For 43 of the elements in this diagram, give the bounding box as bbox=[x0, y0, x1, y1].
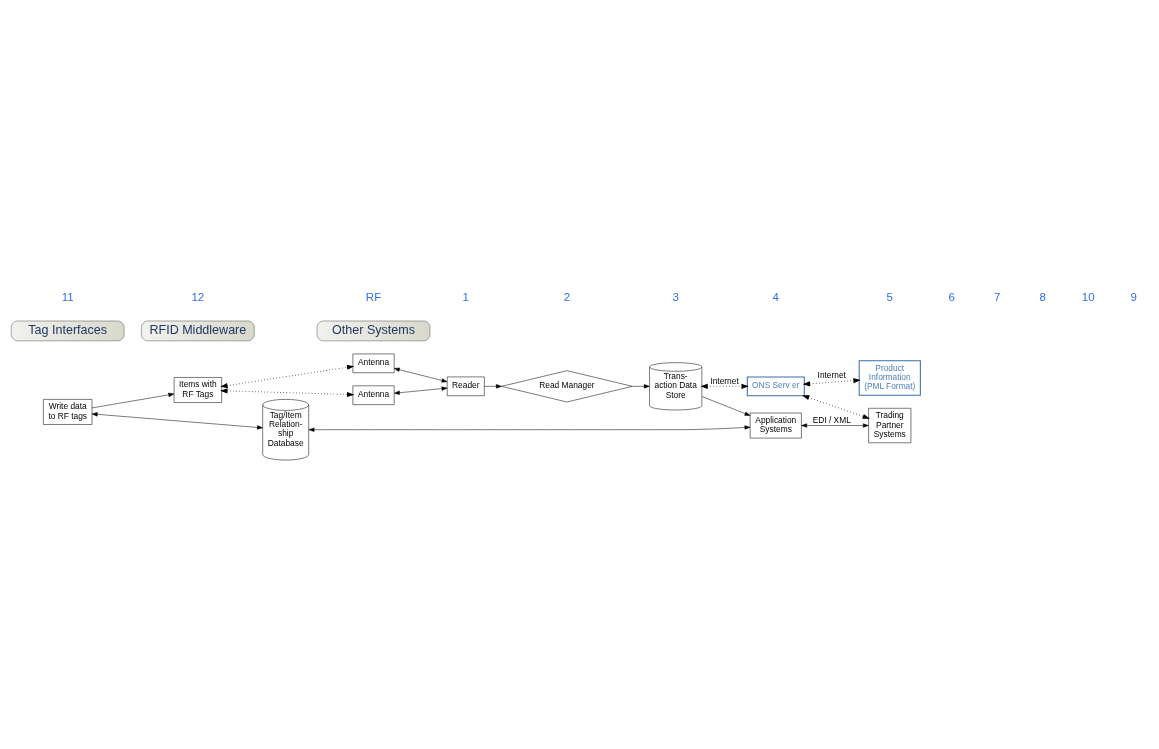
arrow bbox=[220, 388, 355, 397]
edge-label: Internet bbox=[710, 375, 739, 386]
label: 2 bbox=[563, 291, 571, 304]
arrow bbox=[394, 367, 448, 383]
arrow bbox=[701, 396, 751, 416]
label: 5 bbox=[886, 291, 893, 304]
label: 11 bbox=[61, 291, 74, 304]
arrow bbox=[394, 386, 448, 395]
arrow bbox=[632, 384, 650, 389]
label: 12 bbox=[191, 291, 205, 304]
label: 7 bbox=[994, 291, 1001, 304]
arrow bbox=[801, 423, 869, 428]
label: RF bbox=[365, 291, 382, 304]
node-box: ONS Serv er bbox=[746, 376, 805, 397]
node-box: Write data to RF tags bbox=[43, 399, 93, 425]
node-box: RFID Middleware bbox=[141, 320, 255, 342]
arrow bbox=[802, 378, 861, 387]
label: 8 bbox=[1039, 291, 1046, 304]
node-box: Trading Partner Systems bbox=[868, 408, 912, 444]
node-box: Items with RF Tags bbox=[173, 377, 222, 403]
arrow bbox=[91, 412, 263, 430]
arrow bbox=[484, 384, 502, 389]
node-box: Antenna bbox=[352, 353, 395, 373]
label: 1 bbox=[462, 291, 469, 304]
arrow bbox=[91, 392, 175, 409]
node-box: Tag Interfaces bbox=[11, 320, 125, 342]
label: 10 bbox=[1081, 291, 1095, 304]
arrow bbox=[700, 383, 749, 389]
node-box: Antenna bbox=[352, 385, 395, 405]
edge-label: Internet bbox=[817, 369, 846, 380]
label: 9 bbox=[1130, 291, 1137, 304]
arrow bbox=[220, 364, 355, 389]
node-box: Product Information (PML Format) bbox=[858, 360, 921, 396]
label: 3 bbox=[672, 291, 679, 304]
node-box: Other Systems bbox=[316, 320, 431, 342]
node-box: Application Systems bbox=[749, 412, 802, 439]
arrow bbox=[308, 425, 751, 432]
label: 4 bbox=[772, 291, 780, 304]
node-diamond: Read Manager bbox=[501, 370, 633, 403]
edge-label: EDI / XML bbox=[812, 414, 851, 425]
arrow bbox=[802, 395, 870, 419]
label: 6 bbox=[948, 291, 955, 304]
node-box: Reader bbox=[447, 376, 485, 396]
